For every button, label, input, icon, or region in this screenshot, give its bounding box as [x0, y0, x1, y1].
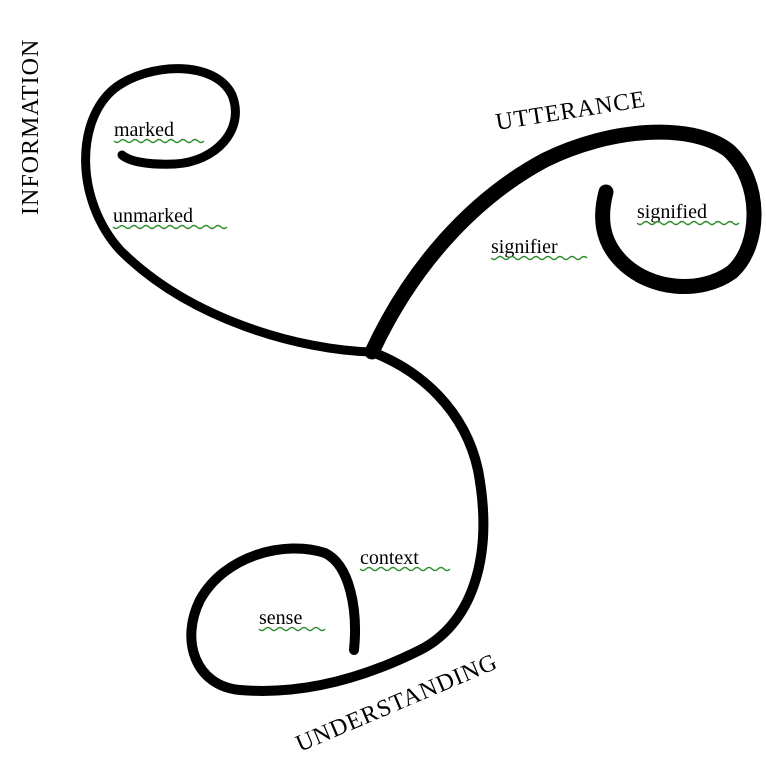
- term-unmarked: unmarked: [113, 205, 193, 227]
- sense-underline: [258, 626, 326, 632]
- signifier-underline: [490, 255, 588, 261]
- term-signified: signified: [637, 201, 707, 223]
- term-marked: marked: [114, 119, 174, 141]
- term-signifier: signifier: [491, 236, 558, 258]
- term-context: context: [360, 547, 419, 569]
- utterance-arm: [364, 124, 762, 360]
- term-sense: sense: [259, 607, 302, 629]
- context-underline: [359, 566, 451, 572]
- information-arm: [81, 64, 377, 357]
- unmarked-underline: [112, 224, 228, 230]
- marked-underline: [113, 138, 205, 144]
- information-label: INFORMATION: [18, 39, 44, 215]
- understanding-arm: [186, 347, 489, 696]
- signified-underline: [636, 220, 740, 226]
